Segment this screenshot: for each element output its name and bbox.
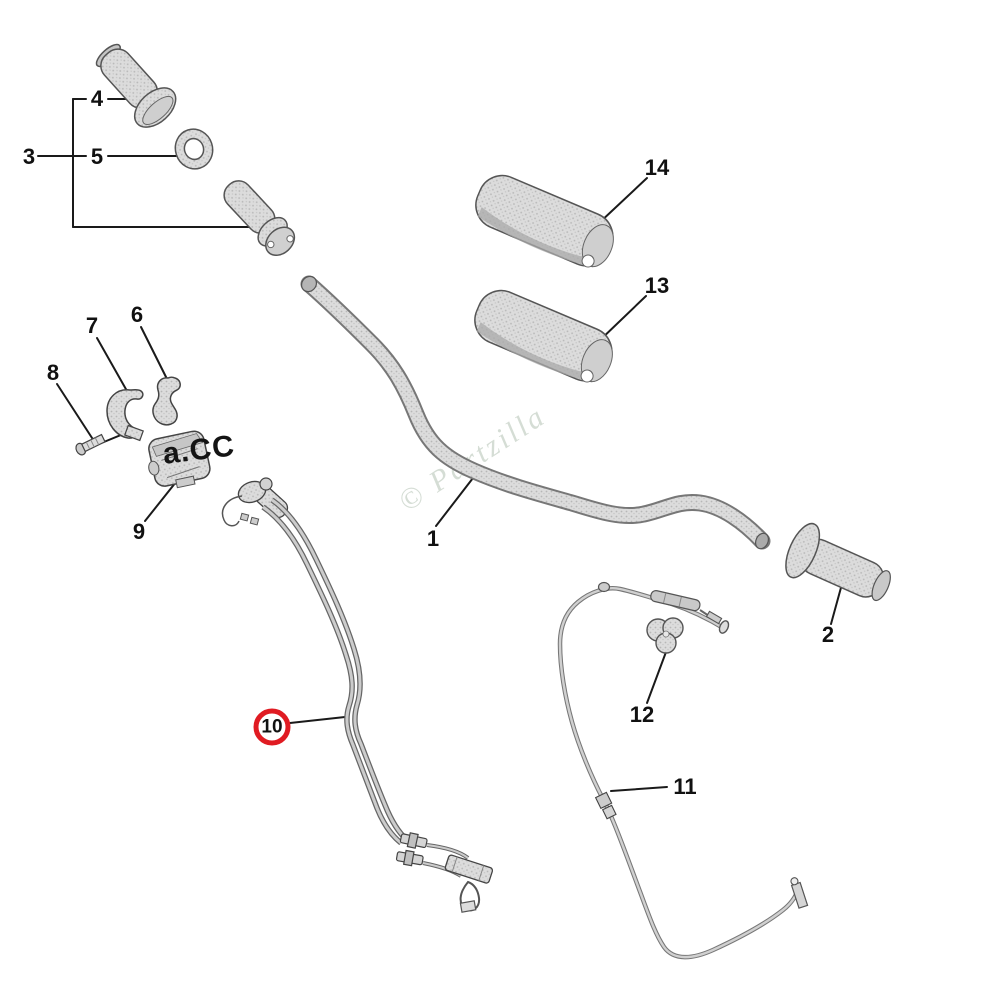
callout-8[interactable]: 8: [46, 360, 60, 385]
part-2-grip-right: [785, 522, 891, 602]
part-1-handlebar: [300, 275, 771, 550]
part-10-throttle-cables: [221, 477, 494, 913]
part-3-grip-tube: [223, 180, 296, 257]
callout-7[interactable]: 7: [85, 313, 99, 338]
callout-10-highlighted[interactable]: 10: [253, 708, 291, 746]
callout-3[interactable]: 3: [22, 144, 36, 169]
part-8-screw: [75, 433, 106, 456]
part-14-handlebar-pad-upper: [475, 174, 614, 268]
callout-1[interactable]: 1: [426, 526, 440, 551]
part-4-grip-left: [95, 43, 177, 128]
part-9-switch-housing: [148, 430, 211, 489]
part-12-cable-guide: [646, 617, 684, 654]
callout-9[interactable]: 9: [132, 519, 146, 544]
part-7-holder-clamp: [106, 389, 144, 442]
callout-11[interactable]: 11: [673, 774, 697, 799]
callout-13[interactable]: 13: [644, 273, 670, 298]
callout-4[interactable]: 4: [90, 86, 104, 111]
callout-5[interactable]: 5: [90, 144, 104, 169]
part-13-handlebar-pad-lower: [474, 289, 613, 383]
part-6-holder-bracket: [152, 376, 181, 426]
callout-6[interactable]: 6: [130, 302, 144, 327]
callout-14[interactable]: 14: [644, 155, 670, 180]
callout-2[interactable]: 2: [821, 622, 835, 647]
part-11-clutch-cable: [557, 581, 809, 960]
part-5-washer: [174, 128, 214, 170]
callout-12[interactable]: 12: [629, 702, 655, 727]
